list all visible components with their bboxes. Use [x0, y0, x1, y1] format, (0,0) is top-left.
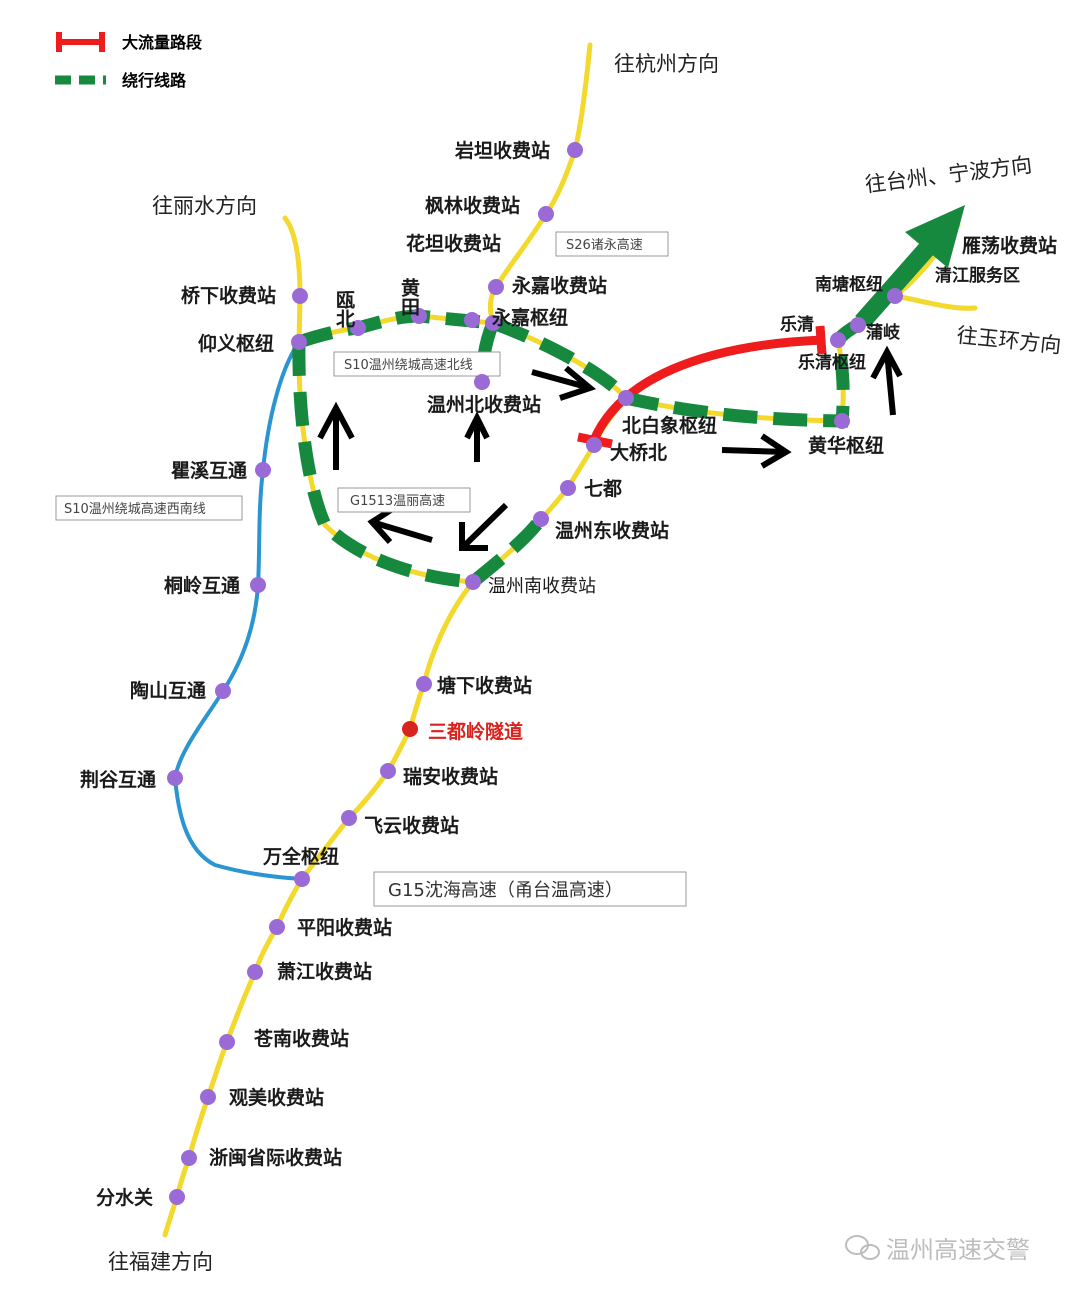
station-label: 仰义枢纽	[198, 332, 274, 355]
road-labels: S26诸永高速 S10温州绕城高速北线 G1513温丽高速 S10温州绕城高速西…	[55, 231, 687, 907]
station-label: 蒲岐	[866, 322, 901, 343]
arrow-up-icon	[870, 345, 903, 416]
s10-southwest-line	[172, 340, 303, 881]
station-label: 塘下收费站	[437, 674, 532, 697]
direction-yuhuan: 往玉环方向	[955, 323, 1062, 358]
station-label: 温州南收费站	[488, 576, 596, 597]
station-label: 乐清	[780, 314, 814, 335]
station-label: 万全枢纽	[262, 845, 339, 868]
direction-taizhou-ningbo: 往台州、宁波方向	[864, 153, 1034, 197]
expressways	[162, 42, 978, 1238]
detour-arrow	[855, 205, 965, 328]
station-label: 枫林收费站	[425, 194, 520, 217]
direction-hangzhou: 往杭州方向	[614, 52, 719, 76]
station-label: 瞿溪互通	[171, 460, 248, 482]
station-label: 岩坦收费站	[454, 139, 550, 162]
direction-fujian: 往福建方向	[108, 1250, 213, 1274]
station-label: 温州东收费站	[555, 519, 669, 542]
watermark: 温州高速交警	[845, 1235, 1030, 1264]
arrow-left-icon	[367, 505, 433, 545]
station-label: 永嘉收费站	[511, 274, 607, 297]
station-dots	[167, 142, 903, 1205]
road-label-s26: S26诸永高速	[566, 237, 643, 253]
station-label: 黄田	[398, 277, 420, 316]
yuhuan-branch	[892, 293, 978, 311]
road-label-g15: G15沈海高速（甬台温高速）	[388, 880, 623, 901]
station-label: 荆谷互通	[80, 768, 157, 791]
wechat-icon	[845, 1235, 880, 1260]
station-label: 花坦收费站	[406, 232, 501, 255]
g15-expressway	[162, 42, 630, 1238]
station-label: 乐清枢纽	[798, 352, 866, 373]
road-label-g1513: G1513温丽高速	[350, 493, 445, 509]
station-label: 陶山互通	[130, 679, 207, 702]
station-label: 浙闽省际收费站	[209, 1146, 342, 1169]
station-label: 大桥北	[610, 441, 667, 464]
station-label: 温州北收费站	[427, 393, 541, 416]
legend-heavy-traffic-symbol	[56, 32, 105, 52]
arrow-up-icon	[464, 411, 490, 462]
station-label: 永嘉枢纽	[491, 306, 568, 329]
watermark-text: 温州高速交警	[886, 1236, 1030, 1264]
arrow-right-icon	[531, 365, 597, 401]
station-label: 萧江收费站	[277, 960, 372, 983]
g1513-expressway	[296, 339, 476, 585]
station-label: 南塘枢纽	[815, 274, 883, 295]
station-label: 飞云收费站	[364, 814, 459, 837]
station-label: 七都	[584, 478, 622, 500]
direction-lishui: 往丽水方向	[152, 194, 257, 218]
station-label: 桥下收费站	[181, 284, 276, 307]
tunnel-label: 三都岭隧道	[428, 720, 523, 743]
station-label: 瓯北	[333, 290, 355, 328]
station-label: 清江服务区	[935, 265, 1020, 286]
lishui-branch	[282, 215, 303, 345]
station-label: 瑞安收费站	[403, 765, 498, 788]
station-label: 黄华枢纽	[808, 434, 884, 457]
station-label: 北白象枢纽	[622, 414, 717, 437]
arrow-up-icon	[317, 401, 355, 470]
legend-heavy-traffic-label: 大流量路段	[122, 33, 203, 52]
station-labels: 岩坦收费站 枫林收费站 花坦收费站 永嘉收费站 永嘉枢纽 瓯北 黄田 桥下收费站…	[80, 139, 1057, 1209]
road-label-s10-north: S10温州绕城高速北线	[344, 357, 473, 373]
arrow-down-left-icon	[459, 502, 509, 551]
direction-arrows	[317, 345, 903, 551]
road-label-s10-southwest: S10温州绕城高速西南线	[64, 501, 206, 517]
station-label: 雁荡收费站	[962, 234, 1057, 257]
station-label: 桐岭互通	[164, 574, 241, 597]
station-label: 观美收费站	[229, 1086, 324, 1109]
station-label: 分水关	[96, 1186, 153, 1209]
station-label: 苍南收费站	[253, 1027, 349, 1050]
legend: 大流量路段 绕行线路	[55, 32, 203, 90]
station-label: 平阳收费站	[297, 916, 392, 939]
arrow-right-icon	[721, 433, 792, 469]
legend-detour-label: 绕行线路	[122, 71, 187, 90]
